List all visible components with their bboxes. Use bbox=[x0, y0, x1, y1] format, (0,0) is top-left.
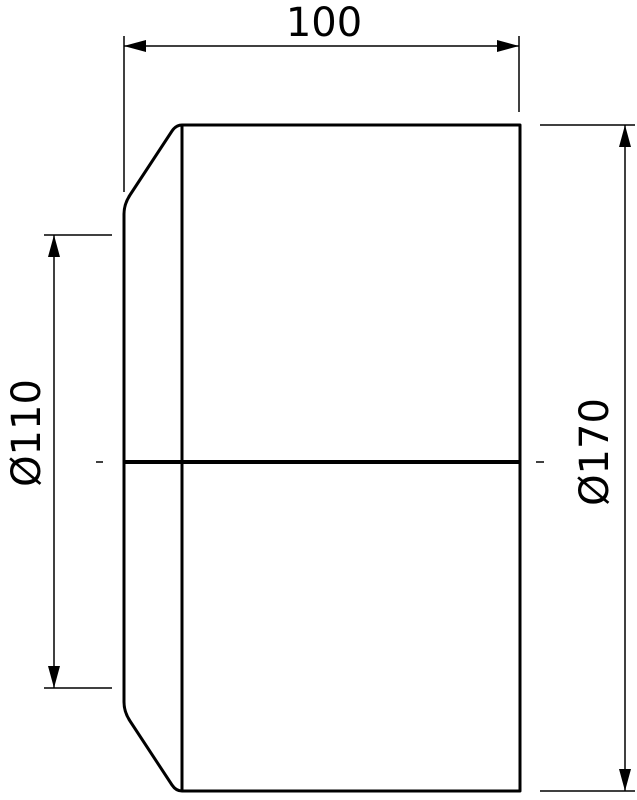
outer-diameter-arrow-top bbox=[619, 125, 631, 147]
part-body-outline bbox=[122, 123, 522, 793]
length-dimension bbox=[123, 36, 520, 192]
outer-diameter-label: Ø170 bbox=[572, 398, 618, 506]
part-outline bbox=[122, 123, 522, 793]
inner-diameter-dimension bbox=[44, 234, 112, 689]
inner-diameter-label: Ø110 bbox=[4, 379, 50, 487]
outer-diameter-dimension bbox=[540, 124, 635, 792]
inner-diameter-arrow-top bbox=[48, 235, 60, 257]
length-arrow-right bbox=[497, 40, 519, 52]
length-dimension-label: 100 bbox=[286, 0, 362, 46]
inner-diameter-arrow-bottom bbox=[48, 666, 60, 688]
length-arrow-left bbox=[124, 40, 146, 52]
outer-diameter-arrow-bottom bbox=[619, 769, 631, 791]
